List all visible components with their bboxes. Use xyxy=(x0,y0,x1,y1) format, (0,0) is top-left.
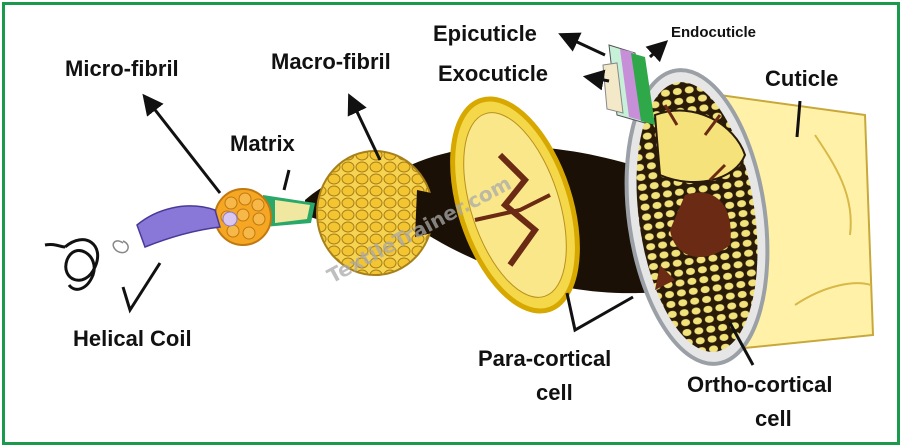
matrix-label: Matrix xyxy=(230,131,295,156)
epicuticle-label: Epicuticle xyxy=(433,21,537,46)
epicuticle-arrow xyxy=(558,32,606,57)
micro-fibril-label: Micro-fibril xyxy=(65,56,179,81)
micro-fibril-arrow xyxy=(142,93,222,194)
cuticle-pointer xyxy=(795,100,802,138)
helical-coil-pointer xyxy=(121,262,162,314)
exocuticle-label: Exocuticle xyxy=(438,61,549,86)
para-cortical-pointer xyxy=(565,292,634,333)
ortho-cortical-label-line2: cell xyxy=(755,406,792,431)
endocuticle-label: Endocuticle xyxy=(671,24,757,41)
cuticle-layers xyxy=(602,44,655,125)
exocuticle-arrow xyxy=(582,69,610,91)
para-cortical-label-line1: Para-cortical xyxy=(478,346,612,371)
cuticle-label: Cuticle xyxy=(765,66,839,91)
ortho-cortical-label-line1: Ortho-cortical xyxy=(687,372,833,397)
wool-fibre-structure-diagram xyxy=(44,32,875,366)
pointer-lines xyxy=(121,32,802,366)
para-cortical-section xyxy=(450,96,580,314)
helical-coil-label: Helical Coil xyxy=(73,326,192,351)
macro-fibril-arrow xyxy=(347,93,382,161)
ortho-cortical-section xyxy=(624,68,770,366)
para-cortical-label-line2: cell xyxy=(536,380,573,405)
helical-coil-illustration xyxy=(44,205,221,291)
endocuticle-arrow xyxy=(645,40,669,63)
matrix-pointer xyxy=(282,169,291,191)
macro-fibril-label: Macro-fibril xyxy=(271,49,391,74)
micro-fibril-section xyxy=(214,188,272,246)
ortho-cortical-pointer xyxy=(728,322,755,366)
matrix-connector xyxy=(263,195,315,227)
